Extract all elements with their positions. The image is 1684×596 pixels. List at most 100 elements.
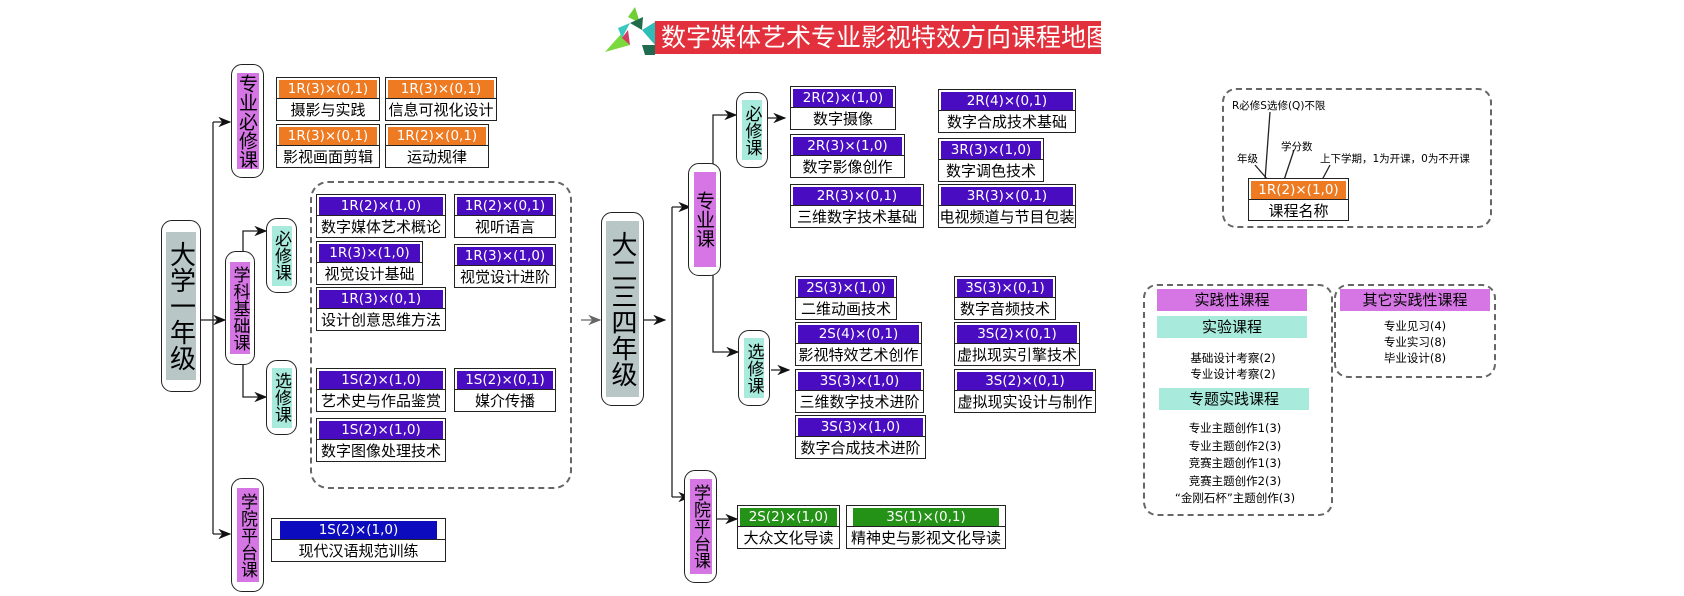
course-card[interactable]: 2R(4)×(0,1) 数字合成技术基础	[938, 89, 1076, 133]
legend-box	[1222, 88, 1492, 228]
course-name: 数字影像创作	[791, 155, 904, 178]
legend-sample-name: 课程名称	[1249, 199, 1348, 222]
course-code: 1R(2)×(1,0)	[319, 197, 443, 215]
course-name: 运动规律	[386, 145, 488, 168]
course-name: 数字合成技术进阶	[796, 436, 925, 459]
course-name: 视听语言	[455, 215, 555, 238]
lab-item: 专业设计考察(2)	[1190, 367, 1276, 381]
course-card[interactable]: 3R(3)×(0,1) 电视频道与节目包装	[938, 184, 1076, 228]
other-practice-item: 毕业设计(8)	[1383, 351, 1447, 365]
y234-required-node: 必修课	[736, 92, 768, 168]
course-name: 影视画面剪辑	[277, 145, 379, 168]
course-name: 数字音频技术	[955, 297, 1055, 320]
topic-item: 专业主题创作1(3)	[1188, 421, 1282, 435]
topic-item: 专业主题创作2(3)	[1188, 438, 1282, 453]
course-code: 3R(3)×(1,0)	[941, 141, 1041, 159]
course-card[interactable]: 3S(2)×(0,1) 虚拟现实引擎技术	[954, 322, 1080, 366]
course-card[interactable]: 1R(3)×(0,1) 设计创意思维方法	[316, 287, 446, 331]
year1-label: 大学一年级	[166, 232, 196, 380]
legend-type-note: R必修S选修(Q)不限	[1232, 100, 1326, 112]
course-card[interactable]: 2S(4)×(0,1) 影视特效艺术创作	[795, 322, 922, 366]
year1-node: 大学一年级	[161, 220, 201, 392]
course-code: 1R(2)×(0,1)	[388, 127, 486, 145]
course-card[interactable]: 3S(1)×(0,1) 精神史与影视文化导读	[846, 505, 1006, 549]
course-card[interactable]: 3R(3)×(1,0) 数字调色技术	[938, 138, 1044, 182]
lab-list: 基础设计考察(2) 专业设计考察(2)	[1160, 350, 1306, 382]
course-card[interactable]: 3S(3)×(0,1) 数字音频技术	[954, 276, 1056, 320]
course-card[interactable]: 1R(2)×(1,0) 数字媒体艺术概论	[316, 194, 446, 238]
course-code: 1R(3)×(0,1)	[319, 290, 443, 308]
course-code: 3S(3)×(1,0)	[798, 372, 921, 390]
course-code: 3S(2)×(0,1)	[957, 325, 1077, 343]
major-label: 专业课	[693, 172, 716, 267]
course-name: 信息可视化设计	[386, 98, 496, 121]
course-card[interactable]: 2R(3)×(1,0) 数字影像创作	[790, 134, 905, 178]
course-name: 精神史与影视文化导读	[847, 526, 1005, 549]
topic-list: 专业主题创作1(3) 专业主题创作2(3) 竞赛主题创作1(3) 竞赛主题创作2…	[1150, 420, 1320, 508]
course-code: 2R(3)×(0,1)	[793, 187, 921, 205]
y234-required-label: 必修课	[742, 100, 762, 160]
course-card[interactable]: 2S(2)×(1,0) 大众文化导读	[737, 505, 840, 549]
topic-item: 竞赛主题创作1(3)	[1188, 456, 1282, 470]
course-name: 大众文化导读	[738, 526, 839, 549]
course-code: 1S(2)×(1,0)	[319, 371, 443, 389]
y234-college-platform-label: 学院平台课	[689, 479, 712, 574]
course-card[interactable]: 2R(2)×(1,0) 数字摄像	[790, 86, 896, 130]
course-card[interactable]: 1S(2)×(0,1) 媒介传播	[454, 368, 556, 412]
year234-label: 大二三四年级	[606, 221, 639, 397]
topic-item: “金刚石杯”主题创作(3)	[1174, 491, 1296, 505]
course-name: 视觉设计进阶	[455, 265, 555, 288]
course-card[interactable]: 1S(2)×(1,0) 艺术史与作品鉴赏	[316, 368, 446, 412]
course-card[interactable]: 1S(2)×(1,0) 现代汉语规范训练	[271, 518, 446, 562]
course-card[interactable]: 1R(3)×(0,1) 摄影与实践	[276, 77, 380, 121]
logo-icon	[600, 5, 660, 55]
college-platform-label: 学院平台课	[236, 488, 259, 582]
course-name: 数字媒体艺术概论	[317, 215, 445, 238]
topic-item: 竞赛主题创作2(3)	[1188, 473, 1282, 488]
course-card[interactable]: 2S(3)×(1,0) 二维动画技术	[795, 276, 897, 320]
course-name: 数字调色技术	[939, 159, 1043, 182]
course-code: 3S(2)×(0,1)	[957, 372, 1093, 390]
course-name: 影视特效艺术创作	[796, 343, 921, 366]
course-card[interactable]: 1R(2)×(0,1) 视听语言	[454, 194, 556, 238]
course-card[interactable]: 1R(2)×(0,1) 运动规律	[385, 124, 489, 168]
major-required-label: 专业必修课	[236, 73, 259, 169]
lab-item: 基础设计考察(2)	[1190, 351, 1276, 365]
legend-sample-card: 1R(2)×(1,0) 课程名称	[1248, 178, 1349, 221]
course-name: 艺术史与作品鉴赏	[317, 389, 445, 412]
discipline-foundation-label: 学科基础课	[230, 262, 250, 354]
course-name: 虚拟现实引擎技术	[955, 343, 1079, 366]
course-card[interactable]: 2R(3)×(0,1) 三维数字技术基础	[790, 184, 924, 228]
course-code: 2S(2)×(1,0)	[740, 508, 837, 526]
course-card[interactable]: 1S(2)×(1,0) 数字图像处理技术	[316, 418, 446, 462]
course-code: 2S(4)×(0,1)	[798, 325, 919, 343]
course-card[interactable]: 1R(3)×(0,1) 影视画面剪辑	[276, 124, 380, 168]
page-title: 数字媒体艺术专业影视特效方向课程地图	[655, 21, 1111, 54]
y1-required-label: 必修课	[271, 225, 292, 286]
course-name: 三维数字技术基础	[791, 205, 923, 228]
course-name: 摄影与实践	[277, 98, 379, 121]
course-code: 1S(2)×(1,0)	[280, 521, 437, 539]
course-code: 2S(3)×(1,0)	[798, 279, 894, 297]
course-name: 数字合成技术基础	[939, 110, 1075, 133]
course-name: 现代汉语规范训练	[272, 539, 445, 562]
major-required-node: 专业必修课	[231, 64, 264, 178]
course-card[interactable]: 1R(3)×(0,1) 信息可视化设计	[385, 77, 497, 121]
course-card[interactable]: 1R(3)×(1,0) 视觉设计基础	[316, 241, 423, 285]
course-code: 1R(2)×(0,1)	[457, 197, 553, 215]
course-card[interactable]: 3S(3)×(1,0) 数字合成技术进阶	[795, 415, 926, 459]
course-name: 电视频道与节目包装	[939, 205, 1075, 228]
course-code: 1R(3)×(0,1)	[279, 80, 377, 98]
course-code: 3S(1)×(0,1)	[853, 508, 999, 526]
y234-college-platform-node: 学院平台课	[684, 470, 717, 583]
y1-elective-label: 选修课	[271, 367, 292, 428]
course-code: 1R(3)×(0,1)	[279, 127, 377, 145]
course-card[interactable]: 1R(3)×(1,0) 视觉设计进阶	[454, 244, 556, 288]
course-card[interactable]: 3S(2)×(0,1) 虚拟现实设计与制作	[954, 369, 1096, 413]
course-code: 3S(3)×(0,1)	[957, 279, 1053, 297]
course-card[interactable]: 3S(3)×(1,0) 三维数字技术进阶	[795, 369, 924, 413]
other-practice-item: 专业见习(4)	[1383, 319, 1447, 333]
course-code: 1S(2)×(0,1)	[457, 371, 553, 389]
legend-semester-note: 上下学期，1为开课，0为不开课	[1320, 153, 1470, 165]
